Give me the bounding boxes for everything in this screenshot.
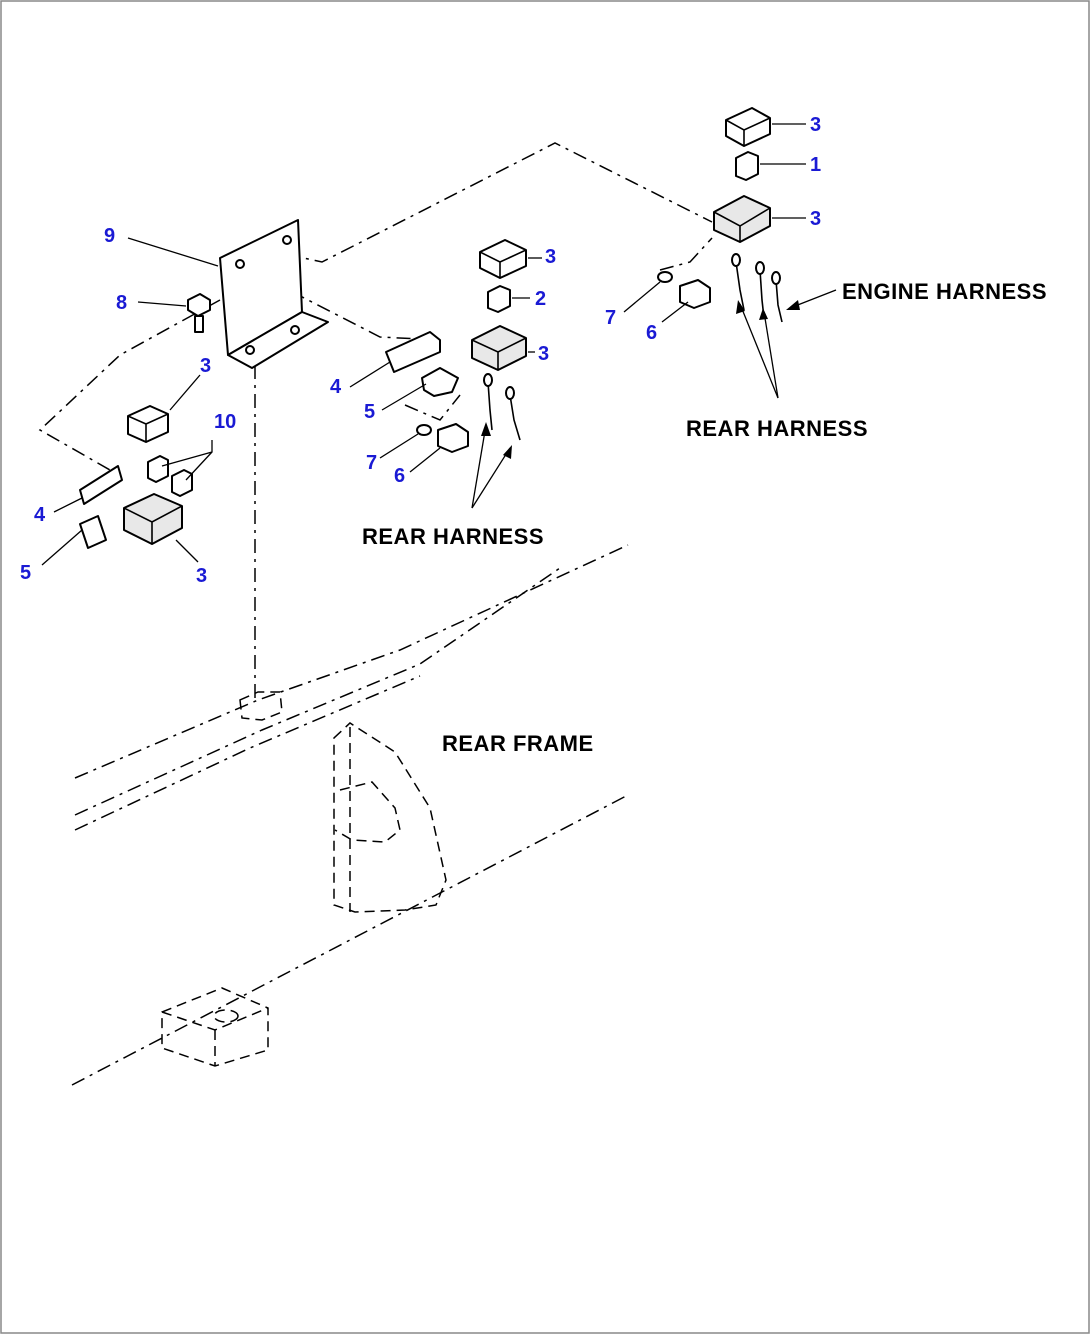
leader-lines (41, 123, 837, 566)
callout-3-mid-right: 3 (810, 208, 821, 230)
callout-3-left-top: 3 (200, 355, 211, 377)
callout-3-left-bottom: 3 (196, 565, 207, 587)
callout-4-left: 4 (34, 504, 46, 526)
callout-7-center: 7 (366, 452, 377, 474)
callout-10: 10 (214, 411, 236, 433)
center-relay-group (385, 239, 527, 453)
callout-1: 1 (810, 154, 821, 176)
engine-harness-label: ENGINE HARNESS (842, 279, 1047, 304)
callout-8: 8 (116, 292, 127, 314)
rear-frame-label: REAR FRAME (442, 731, 594, 756)
rear-harness-label-right: REAR HARNESS (686, 416, 868, 441)
bolt-8 (187, 293, 211, 333)
callout-6-center: 6 (394, 465, 405, 487)
left-relay-group (79, 405, 193, 549)
callout-3-center-top: 3 (545, 246, 556, 268)
callout-7-right: 7 (605, 307, 616, 329)
callout-6-right: 6 (646, 322, 657, 344)
right-relay-group (657, 107, 783, 323)
callout-5-left: 5 (20, 562, 31, 584)
callout-2: 2 (535, 288, 546, 310)
callout-numbers: 3 1 3 3 2 3 7 6 9 8 3 10 4 5 7 6 4 5 3 (20, 114, 821, 587)
rear-harness-label-center: REAR HARNESS (362, 524, 544, 549)
callout-3-top: 3 (810, 114, 821, 136)
text-labels: ENGINE HARNESS REAR HARNESS REAR HARNESS… (362, 279, 1047, 756)
callout-3-center: 3 (538, 343, 549, 365)
callout-4-center: 4 (330, 376, 342, 398)
callout-9: 9 (104, 225, 115, 247)
callout-5-center: 5 (364, 401, 375, 423)
rear-frame-outline (71, 365, 629, 1086)
bracket-9 (219, 219, 329, 369)
